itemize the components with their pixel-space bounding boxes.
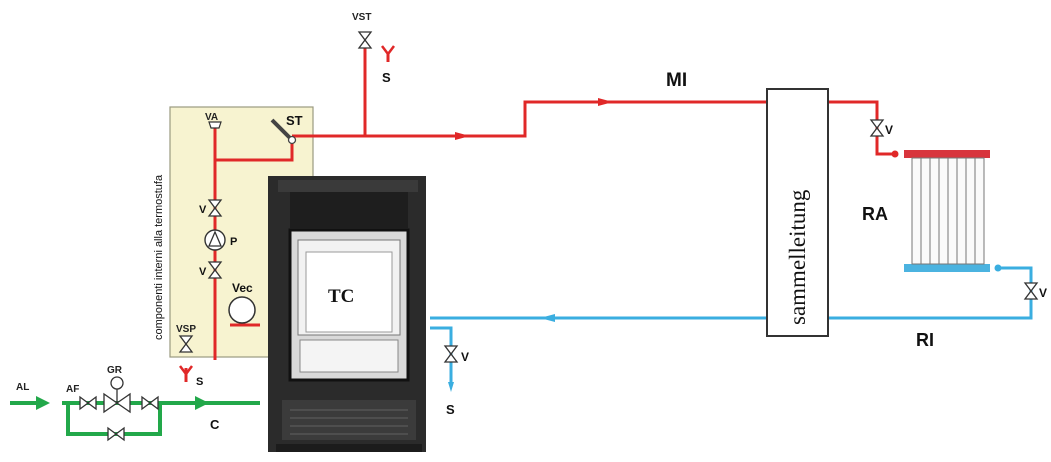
va-air-vent	[208, 121, 222, 129]
internal-components-label: componenti interni alla termostufa	[153, 174, 165, 340]
collector-box	[766, 88, 829, 337]
expansion-vessel-vec	[228, 296, 256, 324]
s-drain-label: S	[446, 402, 455, 417]
supply-pipes	[10, 401, 260, 436]
vst-drain-symbol	[381, 45, 395, 57]
drain-valve-v	[443, 345, 459, 363]
radiator-inlet-node	[891, 150, 899, 158]
gr-pressure-reducer	[103, 376, 131, 414]
supply-arrow	[36, 396, 50, 410]
ri-label: RI	[916, 330, 934, 350]
radiator-ra	[904, 150, 990, 272]
pump-p	[204, 229, 226, 251]
stove-tc	[268, 176, 426, 452]
vsp-drain-symbol	[179, 365, 193, 377]
st-probe	[270, 118, 297, 145]
mi-label: MI	[666, 70, 687, 91]
af-label: AF	[66, 384, 79, 395]
ra-label: RA	[862, 204, 888, 224]
v-ra-label: V	[885, 123, 893, 137]
st-label: ST	[286, 113, 303, 128]
flow-arrow	[598, 98, 613, 106]
va-label: VA	[205, 112, 218, 123]
valve-v-lower	[207, 261, 223, 279]
supply-arrow	[195, 396, 209, 410]
drain-arrow	[448, 382, 454, 392]
supply-valve-right	[141, 395, 159, 411]
gr-label: GR	[107, 365, 123, 376]
s-left-label: S	[196, 376, 203, 388]
tc-label: TC	[328, 286, 354, 307]
p-label: P	[230, 236, 237, 248]
bypass-valve	[107, 426, 125, 442]
al-label: AL	[16, 382, 29, 393]
radiator-valve-v	[869, 119, 885, 137]
return-valve-v	[1023, 282, 1039, 300]
af-valve	[79, 395, 97, 411]
vst-valve	[357, 31, 373, 49]
s-top-label: S	[382, 70, 391, 85]
vsp-label: VSP	[176, 324, 196, 335]
vec-label: Vec	[232, 281, 253, 295]
vst-label: VST	[352, 12, 371, 23]
c-label: C	[210, 417, 220, 432]
return-pipes-cold	[430, 266, 1033, 385]
collector-label: sammelleitung	[785, 189, 810, 325]
flow-arrow	[455, 132, 470, 140]
v-ri-label: V	[1039, 286, 1047, 300]
valve-v-upper	[207, 199, 223, 217]
v-drain-label: V	[461, 350, 469, 364]
radiator-outlet-node	[994, 264, 1002, 272]
vsp-valve	[178, 335, 194, 353]
v-lower-label: V	[199, 266, 207, 278]
v-upper-label: V	[199, 204, 207, 216]
flow-arrow	[540, 314, 555, 322]
